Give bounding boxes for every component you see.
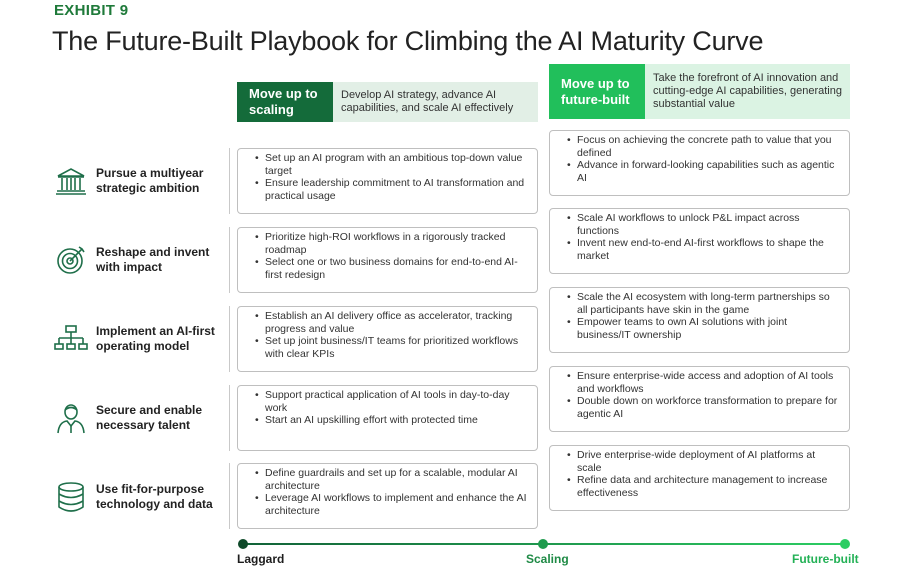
list-item: Select one or two business domains for e…: [252, 256, 527, 281]
row-separator: [229, 306, 230, 372]
list-item: Advance in forward-looking capabilities …: [564, 159, 839, 184]
phase-header-scaling: Move up to scaling Develop AI strategy, …: [237, 82, 538, 122]
card-scaling-technology: Define guardrails and set up for a scala…: [237, 463, 538, 529]
list-item: Prioritize high-ROI workflows in a rigor…: [252, 231, 527, 256]
list-item: Drive enterprise-wide deployment of AI p…: [564, 449, 839, 474]
laggard-dot: [238, 539, 248, 549]
database-icon: [58, 482, 84, 512]
card-future-operating-model: Scale the AI ecosystem with long-term pa…: [549, 287, 850, 353]
axis-label-laggard: Laggard: [237, 552, 285, 566]
row-label-text: Reshape and invent with impact: [96, 245, 210, 274]
row-separator: [229, 463, 230, 529]
list-item: Leverage AI workflows to implement and e…: [252, 492, 527, 517]
card-future-technology: Drive enterprise-wide deployment of AI p…: [549, 445, 850, 511]
list-item: Empower teams to own AI solutions with j…: [564, 316, 839, 341]
axis-label-scaling: Scaling: [526, 552, 569, 566]
exhibit-label: EXHIBIT 9: [54, 2, 129, 19]
list-item: Start an AI upskilling effort with prote…: [252, 414, 527, 427]
list-item: Set up joint business/IT teams for prior…: [252, 335, 527, 360]
page-title: The Future-Built Playbook for Climbing t…: [52, 26, 764, 56]
row-separator: [229, 385, 230, 451]
institution-icon: [56, 168, 86, 195]
phase-desc-scaling: Develop AI strategy, advance AI capabili…: [333, 82, 538, 122]
axis-label-future-built: Future-built: [792, 552, 859, 566]
card-scaling-strategy: Set up an AI program with an ambitious t…: [237, 148, 538, 214]
target-icon: [57, 246, 85, 274]
phase-header-future: Move up to future-built Take the forefro…: [549, 64, 850, 119]
row-label-talent: Secure and enable necessary talent: [54, 401, 226, 435]
card-future-talent: Ensure enterprise-wide access and adopti…: [549, 366, 850, 432]
phase-tag-scaling: Move up to scaling: [237, 82, 333, 122]
card-scaling-reshape: Prioritize high-ROI workflows in a rigor…: [237, 227, 538, 293]
card-scaling-operating-model: Establish an AI delivery office as accel…: [237, 306, 538, 372]
org-chart-icon: [54, 325, 88, 350]
list-item: Ensure leadership commitment to AI trans…: [252, 177, 527, 202]
card-future-strategy: Focus on achieving the concrete path to …: [549, 130, 850, 196]
future-built-dot: [840, 539, 850, 549]
row-label-text: Secure and enable necessary talent: [96, 403, 203, 432]
card-future-reshape: Scale AI workflows to unlock P&L impact …: [549, 208, 850, 274]
scaling-dot: [538, 539, 548, 549]
row-label-text: Use fit-for-purpose technology and data: [96, 482, 213, 511]
phase-tag-future: Move up to future-built: [549, 64, 645, 119]
list-item: Scale AI workflows to unlock P&L impact …: [564, 212, 839, 237]
row-label-strategy: Pursue a multiyear strategic ambition: [54, 164, 226, 198]
row-label-reshape: Reshape and invent with impact: [54, 243, 226, 277]
row-label-text: Pursue a multiyear strategic ambition: [96, 166, 204, 195]
row-label-technology: Use fit-for-purpose technology and data: [54, 480, 226, 514]
list-item: Refine data and architecture management …: [564, 474, 839, 499]
row-label-operating-model: Implement an AI-first operating model: [54, 322, 226, 356]
list-item: Establish an AI delivery office as accel…: [252, 310, 527, 335]
list-item: Scale the AI ecosystem with long-term pa…: [564, 291, 839, 316]
phase-desc-future: Take the forefront of AI innovation and …: [645, 64, 850, 119]
card-scaling-talent: Support practical application of AI tool…: [237, 385, 538, 451]
row-separator: [229, 148, 230, 214]
list-item: Focus on achieving the concrete path to …: [564, 134, 839, 159]
list-item: Ensure enterprise-wide access and adopti…: [564, 370, 839, 395]
row-label-text: Implement an AI-first operating model: [96, 324, 215, 353]
person-icon: [57, 404, 85, 434]
list-item: Invent new end-to-end AI-first workflows…: [564, 237, 839, 262]
list-item: Double down on workforce transformation …: [564, 395, 839, 420]
row-separator: [229, 227, 230, 293]
list-item: Support practical application of AI tool…: [252, 389, 527, 414]
list-item: Set up an AI program with an ambitious t…: [252, 152, 527, 177]
list-item: Define guardrails and set up for a scala…: [252, 467, 527, 492]
